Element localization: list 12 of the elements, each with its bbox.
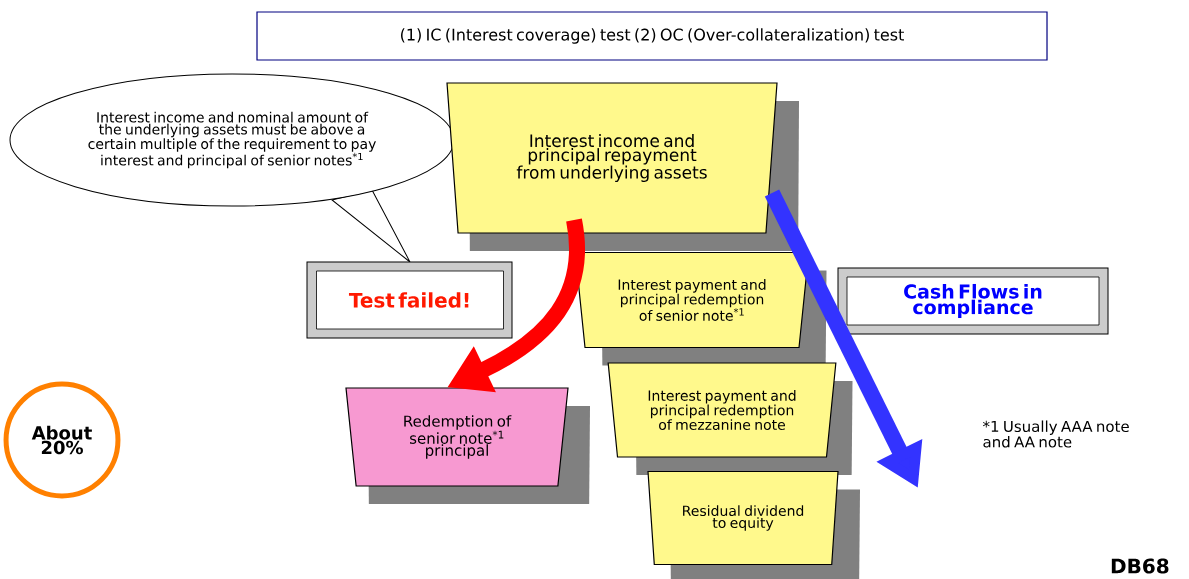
- beveled-box: Cash Flows in compliance: [837, 267, 1109, 335]
- trapezoid-box: Redemption of senior note$^{*1}$ principal: [345, 387, 590, 504]
- trapezoid-box: Residual dividend to equity: [647, 470, 860, 579]
- trapezoid-box: Interest payment and principal redemption of senior note$^{*1}$: [574, 251, 827, 366]
- page-code: DB68: [1111, 558, 1169, 574]
- circle-badge: About 20%: [3, 381, 121, 499]
- trapezoid-box: Interest income and principal repayment from underlying assets: [446, 82, 799, 251]
- speech-bubble: Interest income and nominal amount of the underlying assets must be above a certain multiple of the requirement to pay interest and principal of senior notes$^{*1}$: [9, 73, 455, 263]
- beveled-box: Test failed!: [306, 261, 513, 339]
- footnote: *1 Usually AAA note and AA note: [982, 420, 1129, 448]
- test-box: (1) IC (Interest coverage) test (2) OC (Over-collateralization) test: [256, 11, 1048, 61]
- trapezoid-box: Interest payment and principal redemption of mezzanine note: [607, 362, 853, 475]
